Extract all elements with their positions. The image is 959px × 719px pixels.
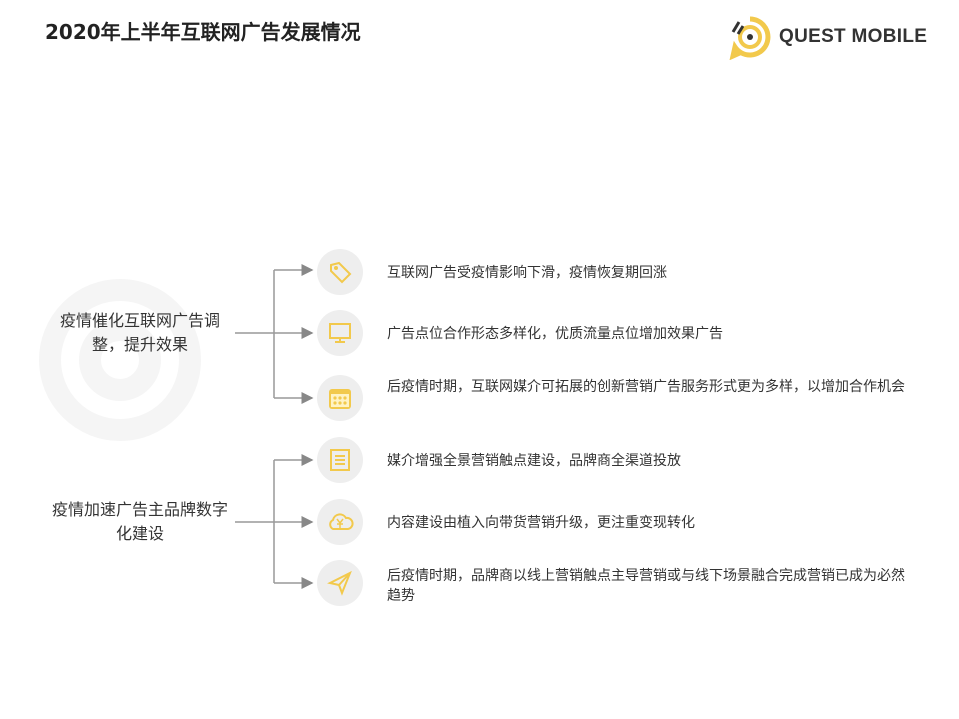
logo-text: QUEST MOBILE bbox=[779, 26, 928, 47]
item-text: 内容建设由植入向带货营销升级，更注重变现转化 bbox=[387, 515, 695, 531]
group-label: 疫情催化互联网广告调整，提升效果 bbox=[59, 311, 220, 354]
quest-mobile-logo-icon bbox=[729, 16, 771, 60]
paper-plane-icon bbox=[317, 560, 363, 606]
item-text: 媒介增强全景营销触点建设，品牌商全渠道投放 bbox=[387, 453, 681, 469]
calendar-icon bbox=[317, 375, 363, 421]
page-title: 2020年上半年互联网广告发展情况 bbox=[45, 20, 361, 44]
cloud-yen-icon bbox=[317, 499, 363, 545]
item-text: 后疫情时期，互联网媒介可拓展的创新营销广告服务形式更为多样，以增加合作机会 bbox=[387, 379, 905, 395]
item-text: 广告点位合作形态多样化，优质流量点位增加效果广告 bbox=[387, 326, 723, 342]
logo: QUEST MOBILE bbox=[727, 14, 927, 60]
item-text: 后疫情时期，品牌商以线上营销触点主导营销或与线下场景融合完成营销已成为必然趋势 bbox=[387, 568, 905, 604]
list-icon bbox=[317, 437, 363, 483]
price-tag-icon bbox=[317, 249, 363, 295]
monitor-icon bbox=[317, 310, 363, 356]
group-label: 疫情加速广告主品牌数字化建设 bbox=[51, 500, 228, 543]
item-text: 互联网广告受疫情影响下滑，疫情恢复期回涨 bbox=[387, 265, 667, 281]
